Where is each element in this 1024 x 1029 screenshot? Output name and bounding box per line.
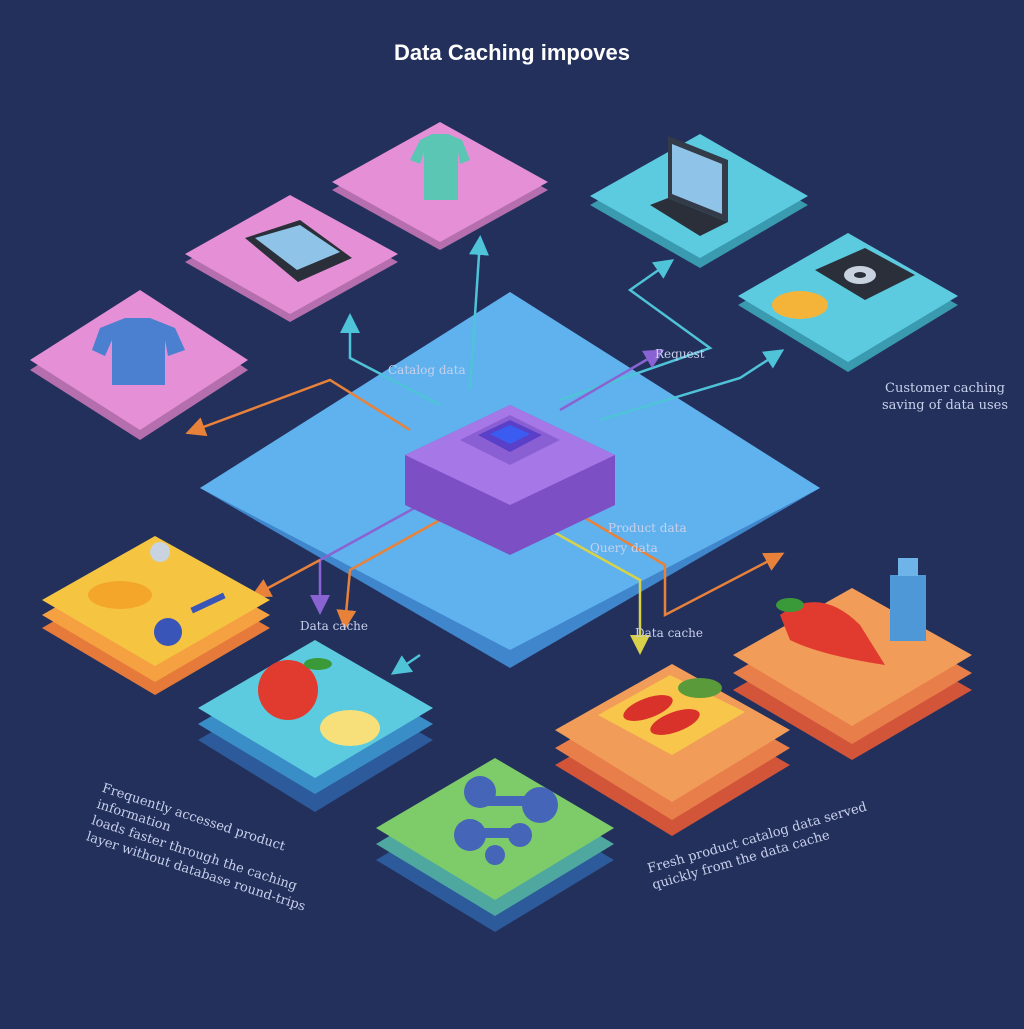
tile-tshirt[interactable] — [332, 122, 548, 250]
hard-drive-icon — [772, 248, 915, 319]
strawberry-icon — [776, 558, 926, 665]
tile-strawberry[interactable] — [733, 558, 972, 760]
center-label-product: Product data — [608, 521, 687, 535]
tile-produce[interactable] — [42, 536, 270, 695]
center-label-query: Query data — [590, 541, 658, 555]
tile-shirt[interactable] — [30, 290, 248, 440]
shirt-icon — [92, 318, 185, 385]
laptop-icon — [650, 136, 728, 236]
connector-lines — [185, 235, 785, 675]
small-label-right: Data cache — [635, 626, 703, 640]
tile-hard-drive[interactable] — [738, 233, 958, 372]
toast-icon — [598, 675, 745, 755]
tile-network[interactable] — [376, 758, 614, 932]
produce-icon — [88, 542, 226, 646]
tile-laptop[interactable] — [590, 134, 808, 268]
apple-icon — [258, 658, 380, 746]
connector-label-left: Catalog data — [388, 363, 466, 377]
connector-label-top: Request — [655, 347, 705, 361]
small-label-left: Data cache — [300, 619, 368, 633]
cache-hub — [405, 405, 615, 555]
tablet-icon — [245, 220, 352, 282]
diagram-title: Data Caching impoves — [394, 40, 630, 65]
tile-apple[interactable] — [198, 640, 433, 812]
tshirt-icon — [410, 134, 470, 200]
tile-tablet[interactable] — [185, 195, 398, 322]
network-nodes-icon — [454, 776, 558, 865]
right-note: Customer caching saving of data uses — [881, 381, 1009, 413]
tile-toast[interactable] — [555, 664, 790, 836]
